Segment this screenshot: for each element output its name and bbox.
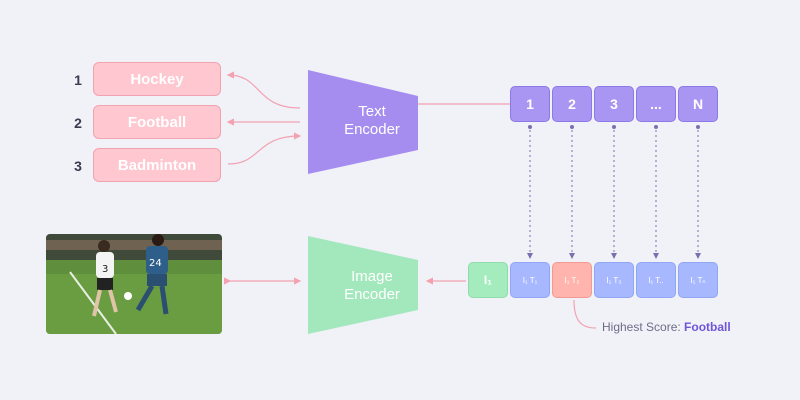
caption-value: Football [684,320,731,334]
text-token: ... [636,86,676,122]
class-box-badminton: Badminton [93,148,221,182]
image-encoder-line2: Encoder [344,286,400,303]
similarity-token: I₁ T₃ [594,262,634,298]
similarity-token-highlight: I₁ T₂ [552,262,592,298]
text-token: N [678,86,718,122]
highest-score-caption: Highest Score: Football [602,320,731,334]
dotted-arrows [527,125,701,259]
dotted-arrow-origin [570,125,574,129]
similarity-token: I₁ T₁ [510,262,550,298]
arrow-hockey [226,71,301,109]
caption-connector [573,299,597,329]
text-encoder-line1: Text [358,103,386,120]
image-encoder-shape [308,236,418,334]
class-number-3: 3 [74,158,82,174]
image-encoder-label: Image Encoder [317,268,427,304]
class-number-1: 1 [74,72,82,88]
svg-text:24: 24 [149,258,162,269]
text-encoder-label: Text Encoder [317,103,427,139]
text-token: 2 [552,86,592,122]
text-token: 1 [510,86,550,122]
dotted-arrow-origin [654,125,658,129]
class-box-hockey: Hockey [93,62,221,96]
dotted-arrow-origin [528,125,532,129]
text-encoder-shape [308,70,418,174]
image-token: I₁ [468,262,508,298]
arrow-badminton [227,132,302,165]
svg-text:3: 3 [102,264,108,275]
class-box-football: Football [93,105,221,139]
dotted-arrow-origin [612,125,616,129]
football-photo: 3 24 [46,234,222,334]
class-number-2: 2 [74,115,82,131]
text-token: 3 [594,86,634,122]
dotted-arrow-origin [696,125,700,129]
similarity-token: I₁ T.. [636,262,676,298]
similarity-token: I₁ Tₙ [678,262,718,298]
text-encoder-line2: Encoder [344,121,400,138]
image-encoder-line1: Image [351,268,393,285]
caption-prefix: Highest Score: [602,320,685,334]
